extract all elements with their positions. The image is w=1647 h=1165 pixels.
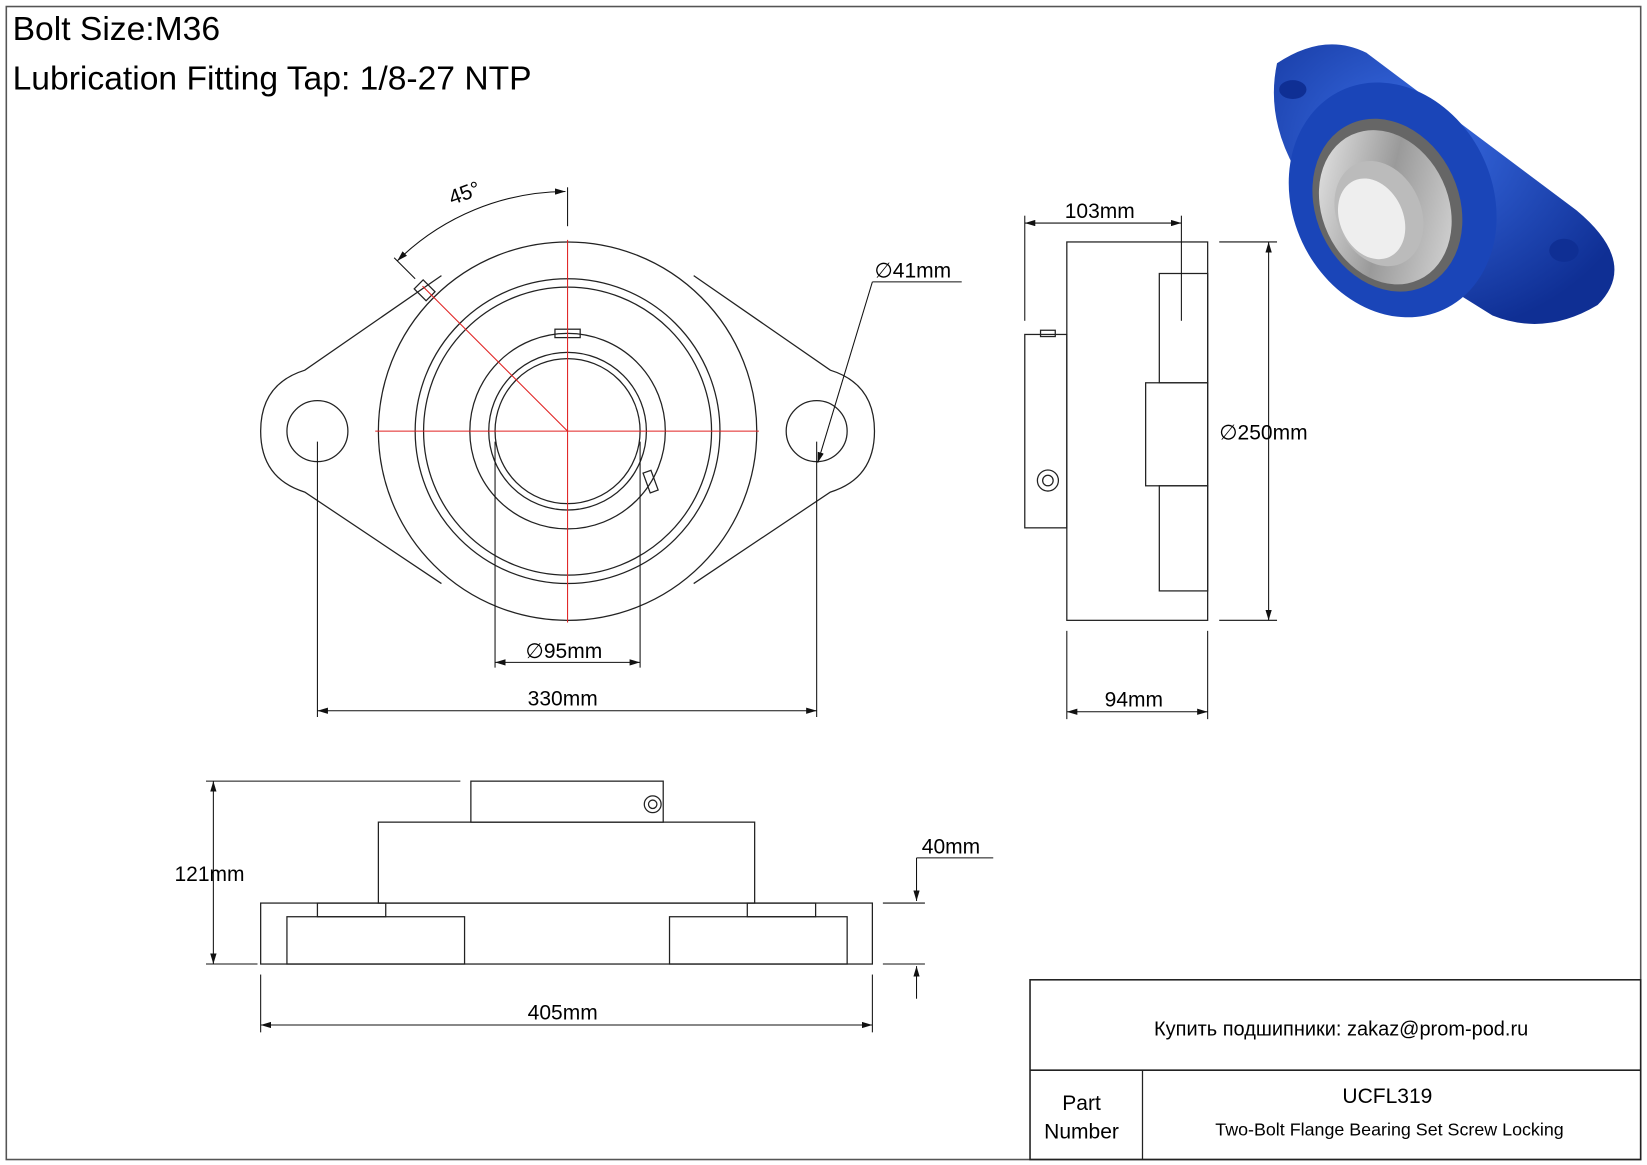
bolt-hole-dim: ∅41mm [874, 260, 951, 283]
lubrication-label: Lubrication Fitting Tap: 1/8-27 NTP [13, 61, 532, 98]
bore-dim: ∅95mm [526, 640, 603, 663]
depth-dim: 94mm [1105, 689, 1163, 712]
title-block: Купить подшипники: zakaz@prom-pod.ru Par… [1029, 979, 1642, 1161]
height-dim: 121mm [174, 863, 244, 886]
bearing-3d-render [1273, 44, 1615, 324]
top-view: 121mm 40mm 405mm [174, 780, 994, 1033]
diameter-dim: ∅250mm [1219, 422, 1307, 445]
part-label-2: Number [1044, 1121, 1119, 1144]
bolt-size-label: Bolt Size:M36 [13, 11, 220, 48]
angle-dim: 45° [446, 177, 484, 209]
part-label-1: Part [1062, 1092, 1101, 1115]
overall-length-dim: 405mm [528, 1002, 598, 1025]
part-number: UCFL319 [1342, 1085, 1432, 1108]
side-view: 103mm ∅250mm 94mm [1024, 200, 1308, 720]
drawing-border [5, 5, 1642, 1161]
bolt-spacing-dim: 330mm [528, 687, 598, 710]
flange-thickness-dim: 40mm [922, 836, 980, 859]
front-view: 45° ∅41mm ∅95mm 330mm [260, 177, 962, 718]
buy-text: Купить подшипники: zakaz@prom-pod.ru [1154, 1019, 1528, 1041]
part-description: Two-Bolt Flange Bearing Set Screw Lockin… [1215, 1119, 1563, 1139]
width-top-dim: 103mm [1065, 200, 1135, 223]
